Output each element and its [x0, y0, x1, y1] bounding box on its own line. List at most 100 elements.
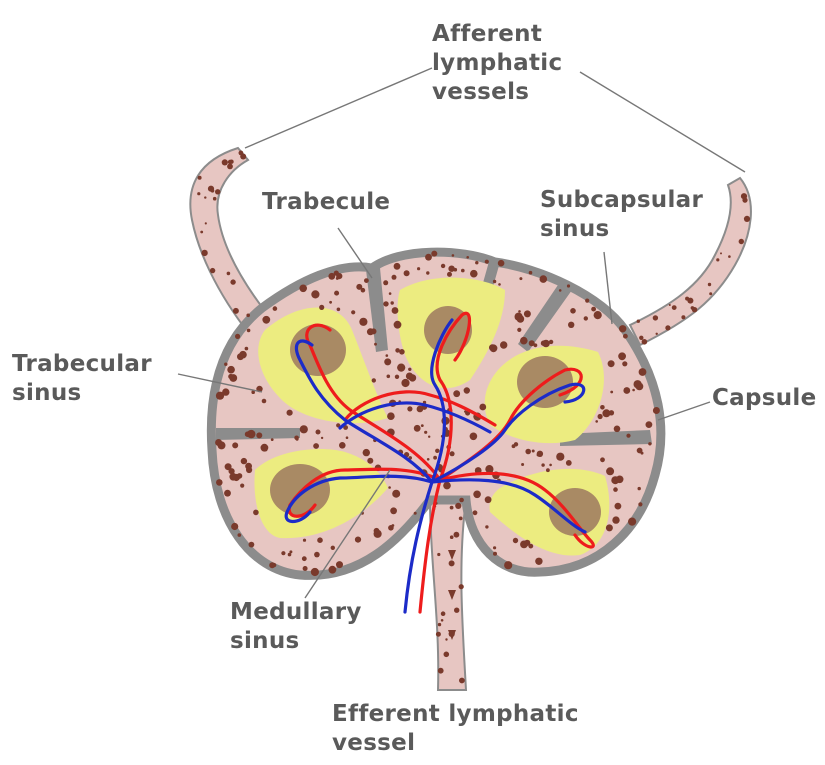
- cell-dot: [302, 556, 307, 561]
- cell-dot: [521, 463, 524, 466]
- cell-dot: [197, 192, 200, 195]
- cell-dot: [395, 348, 400, 353]
- cell-dot: [535, 558, 542, 565]
- cell-dot: [473, 491, 481, 499]
- cell-dot: [225, 463, 232, 470]
- cell-dot: [681, 315, 685, 319]
- cell-dot: [594, 311, 602, 319]
- cell-dot: [201, 250, 207, 256]
- cell-dot: [404, 270, 410, 276]
- cell-dot: [417, 406, 424, 413]
- cell-dot: [685, 297, 689, 301]
- cell-dot: [213, 197, 217, 201]
- cell-dot: [386, 354, 389, 357]
- cell-dot: [708, 283, 711, 286]
- cell-dot: [441, 264, 445, 268]
- leader-afferent-right: [580, 72, 745, 172]
- cell-dot: [216, 479, 223, 486]
- cell-dot: [383, 301, 388, 306]
- cell-dot: [407, 406, 412, 411]
- cell-dot: [359, 318, 367, 326]
- cell-dot: [313, 443, 319, 449]
- label-capsule: Capsule: [712, 384, 817, 413]
- cell-dot: [585, 299, 589, 303]
- cell-dot: [287, 410, 293, 416]
- cell-dot: [464, 387, 470, 393]
- cell-dot: [303, 539, 306, 542]
- cell-dot: [741, 193, 747, 199]
- cell-dot: [447, 272, 452, 277]
- cell-dot: [443, 482, 451, 490]
- cell-dot: [394, 321, 402, 329]
- cell-dot: [445, 638, 447, 640]
- cell-dot: [228, 374, 233, 379]
- cell-dot: [598, 414, 603, 419]
- cell-dot: [648, 442, 651, 445]
- cell-dot: [568, 322, 574, 328]
- germinal-center-left: [290, 324, 346, 376]
- cell-dot: [414, 512, 417, 515]
- cell-dot: [262, 399, 267, 404]
- leader-capsule: [658, 402, 710, 420]
- cell-dot: [289, 550, 292, 553]
- cell-dot: [388, 486, 391, 489]
- cell-dot: [438, 623, 441, 626]
- cell-dot: [437, 553, 440, 556]
- cell-dot: [546, 468, 550, 472]
- cell-dot: [303, 566, 308, 571]
- cell-dot: [311, 290, 319, 298]
- cell-dot: [459, 498, 464, 503]
- cell-dot: [262, 316, 270, 324]
- cell-dot: [459, 584, 464, 589]
- cell-dot: [504, 561, 512, 569]
- cell-dot: [392, 275, 397, 280]
- cell-dot: [245, 347, 249, 351]
- cell-dot: [485, 525, 488, 528]
- cell-dot: [459, 678, 465, 684]
- cell-dot: [227, 164, 233, 170]
- cell-dot: [459, 517, 463, 521]
- cell-dot: [466, 256, 469, 259]
- cell-dot: [329, 566, 337, 574]
- cell-dot: [384, 358, 391, 365]
- cell-dot: [490, 344, 498, 352]
- cell-dot: [237, 353, 244, 360]
- cell-dot: [394, 263, 401, 270]
- cell-dot: [461, 269, 465, 273]
- label-trabecule: Trabecule: [262, 188, 390, 217]
- cell-dot: [329, 301, 332, 304]
- cell-dot: [669, 304, 671, 306]
- cell-dot: [438, 668, 444, 674]
- cell-dot: [227, 272, 231, 276]
- label-line: Efferent lymphatic: [332, 700, 579, 729]
- efferent-lymphatic-vessel: [430, 500, 466, 690]
- cell-dot: [441, 619, 444, 622]
- cell-dot: [454, 532, 460, 538]
- cell-dot: [392, 490, 400, 498]
- cell-dot: [485, 260, 489, 264]
- cell-dot: [229, 473, 237, 481]
- cell-dot: [233, 308, 239, 314]
- cell-dot: [591, 307, 596, 312]
- cell-dot: [371, 328, 377, 334]
- cell-dot: [367, 458, 373, 464]
- cell-dot: [639, 368, 647, 376]
- cell-dot: [614, 426, 621, 433]
- cell-dot: [387, 412, 395, 420]
- label-medullary-sinus: Medullary sinus: [230, 598, 362, 656]
- cell-dot: [479, 404, 486, 411]
- cell-dot: [414, 425, 421, 432]
- cell-dot: [636, 383, 644, 391]
- cell-dot: [537, 454, 540, 457]
- cell-dot: [642, 339, 648, 345]
- cell-dot: [389, 292, 392, 295]
- cell-dot: [433, 456, 437, 460]
- cell-dot: [374, 343, 377, 346]
- cell-dot: [455, 503, 461, 509]
- cell-dot: [240, 154, 246, 160]
- cell-dot: [720, 252, 722, 254]
- cell-dot: [518, 310, 521, 313]
- leader-afferent-left: [245, 68, 432, 148]
- cell-dot: [321, 437, 323, 439]
- cell-dot: [210, 268, 215, 273]
